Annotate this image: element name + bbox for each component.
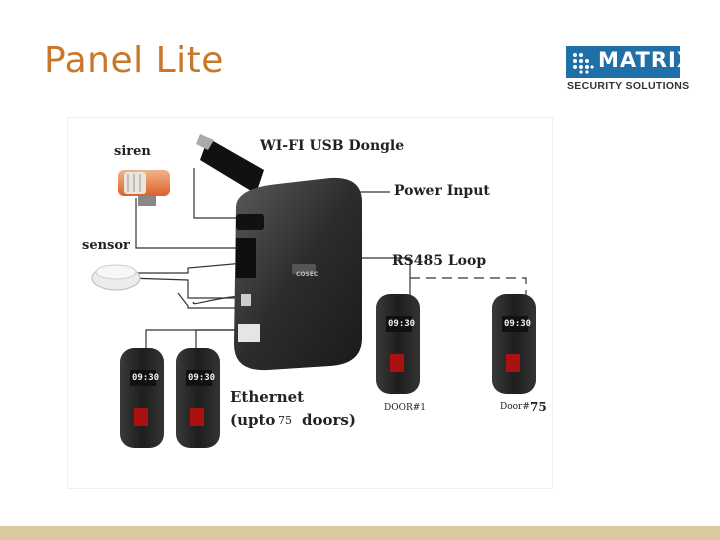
sensor-label: sensor [82,238,130,253]
reader-door-75 [492,294,536,394]
door-75-number: 75 [530,400,547,414]
matrix-logo: MATRIX SECURITY SOLUTIONS [566,46,684,94]
reader-time-eth2: 09:30 [188,373,215,383]
bottom-band [0,526,720,540]
reader-time-door1: 09:30 [388,319,415,329]
logo-wordmark: MATRIX [598,48,694,72]
ethernet-label: Ethernet [230,388,304,406]
power-input-label: Power Input [394,183,490,199]
reader-time-door75: 09:30 [504,319,531,329]
door-1-label: DOOR#1 [384,403,426,413]
reader-door-1 [376,294,420,394]
sensor-icon [92,265,140,290]
ethernet-range-count: 75 [278,414,292,427]
connection-diagram [68,118,552,488]
ethernet-range-close: doors) [302,411,356,429]
reader-ethernet-2 [176,348,220,448]
logo-dots-icon [572,52,594,74]
usb-dongle-icon [196,134,264,194]
siren-icon [118,170,170,206]
siren-label: siren [114,144,151,159]
reader-ethernet-1 [120,348,164,448]
panel-brand-text: COSEC [296,271,318,278]
wifi-dongle-label: WI-FI USB Dongle [260,138,404,154]
reader-time-eth1: 09:30 [132,373,159,383]
ethernet-range-open: (upto [230,411,275,429]
logo-tagline: SECURITY SOLUTIONS [567,80,689,92]
rs485-loop-label: RS485 Loop [392,253,486,269]
door-75-prefix: Door# [500,402,530,412]
logo-box: MATRIX [566,46,680,78]
slide-title: Panel Lite [44,40,224,81]
